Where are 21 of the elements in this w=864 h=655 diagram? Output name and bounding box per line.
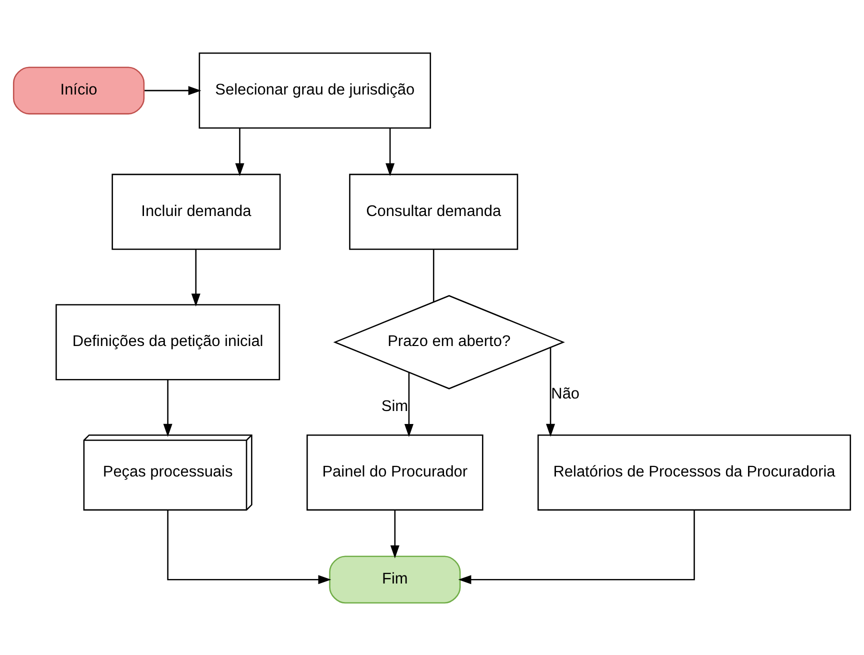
node-box: Painel do Procurador xyxy=(306,434,484,510)
arrow xyxy=(235,128,244,176)
arrow xyxy=(546,347,556,436)
node-box: Incluir demanda xyxy=(112,173,281,250)
arrow xyxy=(386,128,395,176)
node-box: Fim xyxy=(329,555,461,603)
node-box: Selecionar grau de jurisdição xyxy=(198,52,432,128)
node-diamond: Prazo em aberto? xyxy=(333,294,565,389)
arrow xyxy=(167,509,332,584)
edge-label: Sim xyxy=(381,397,408,414)
arrow xyxy=(390,509,400,558)
arrow xyxy=(163,379,172,436)
node-box: Definições da petição inicial xyxy=(56,304,280,380)
node-box: Consultar demanda xyxy=(349,173,518,250)
node-box: Início xyxy=(12,66,145,114)
arrow xyxy=(144,86,202,95)
node-box: Relatórios de Processos da Procuradoria xyxy=(537,434,852,510)
arrow xyxy=(458,509,695,584)
arrow xyxy=(191,249,200,306)
connector xyxy=(432,249,434,302)
arrow xyxy=(404,372,414,436)
